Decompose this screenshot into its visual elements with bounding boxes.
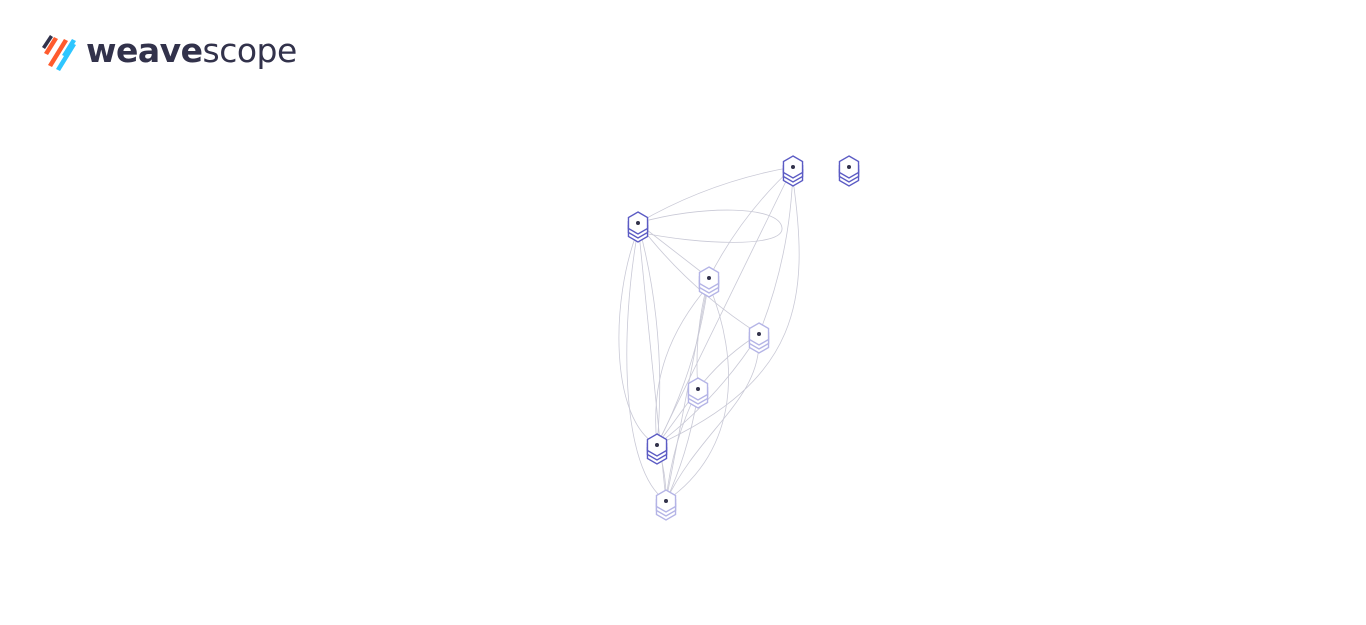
- wordmark-scope: scope: [202, 31, 298, 70]
- graph-edge: [626, 229, 667, 502]
- graph-edge: [656, 333, 760, 446]
- node-layer: [627, 155, 860, 521]
- graph-edge: [637, 209, 783, 243]
- graph-node[interactable]: [698, 266, 720, 298]
- graph-node[interactable]: [646, 433, 668, 465]
- node-center-dot: [707, 276, 711, 280]
- graph-node[interactable]: [627, 211, 649, 243]
- wordmark-weave: weave: [86, 31, 203, 70]
- graph-edge: [665, 339, 760, 502]
- graph-edge: [656, 166, 794, 446]
- graph-edge: [637, 166, 794, 224]
- graph-edge: [665, 277, 710, 502]
- graph-edge: [758, 166, 794, 335]
- graph-node[interactable]: [655, 489, 677, 521]
- node-center-dot: [655, 443, 659, 447]
- graph-edge: [656, 179, 800, 446]
- weavescope-wordmark: weavescope: [86, 31, 297, 71]
- graph-edge: [637, 222, 760, 335]
- graph-edge: [665, 394, 699, 502]
- graph-node[interactable]: [748, 322, 770, 354]
- weave-logo-icon: [42, 35, 76, 71]
- graph-edge: [708, 166, 794, 279]
- weavescope-logo[interactable]: weavescope: [42, 30, 297, 72]
- graph-edge: [655, 284, 710, 446]
- graph-node[interactable]: [838, 155, 860, 187]
- graph-edge: [656, 277, 710, 446]
- node-center-dot: [696, 387, 700, 391]
- graph-node[interactable]: [687, 377, 709, 409]
- graph-edge: [618, 229, 658, 446]
- graph-edge: [637, 222, 661, 446]
- node-center-dot: [757, 332, 761, 336]
- graph-edge: [665, 284, 729, 502]
- graph-node[interactable]: [782, 155, 804, 187]
- node-center-dot: [636, 221, 640, 225]
- node-center-dot: [847, 165, 851, 169]
- node-center-dot: [791, 165, 795, 169]
- node-center-dot: [664, 499, 668, 503]
